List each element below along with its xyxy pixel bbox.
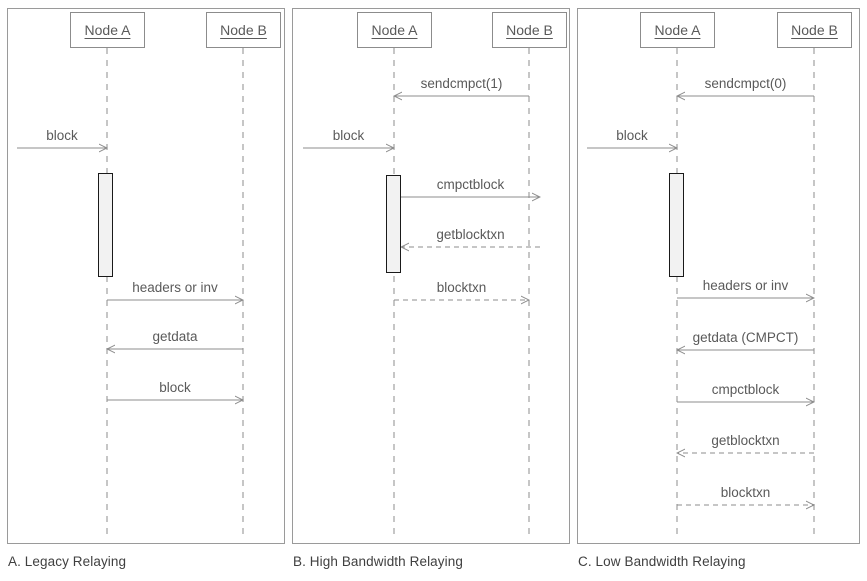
- actor-box-panel-b-node-a[interactable]: Node A: [357, 12, 432, 48]
- message-label-panel-c-0: sendcmpct(0): [704, 76, 787, 91]
- panel-caption-c: C. Low Bandwidth Relaying: [578, 554, 746, 569]
- message-label-panel-c-4: cmpctblock: [711, 382, 780, 397]
- actor-box-panel-a-node-b[interactable]: Node B: [206, 12, 281, 48]
- activation-bar-panel-c: [669, 173, 684, 277]
- actor-box-panel-a-node-a[interactable]: Node A: [70, 12, 145, 48]
- actor-box-panel-c-node-b[interactable]: Node B: [777, 12, 852, 48]
- panel-caption-b: B. High Bandwidth Relaying: [293, 554, 463, 569]
- message-label-panel-a-3: block: [159, 380, 191, 395]
- message-label-panel-b-0: sendcmpct(1): [420, 76, 503, 91]
- actor-label: Node B: [791, 22, 838, 38]
- message-label-panel-a-1: headers or inv: [132, 280, 218, 295]
- message-label-panel-a-2: getdata: [152, 329, 198, 344]
- message-label-panel-c-1: block: [616, 128, 648, 143]
- actor-label: Node A: [84, 22, 131, 38]
- panel-frame-c: [577, 8, 860, 544]
- activation-bar-panel-a: [98, 173, 113, 277]
- actor-box-panel-b-node-b[interactable]: Node B: [492, 12, 567, 48]
- message-label-panel-b-2: cmpctblock: [436, 177, 505, 192]
- panel-frame-a: [7, 8, 285, 544]
- message-label-panel-c-2: headers or inv: [702, 278, 789, 293]
- actor-label: Node A: [371, 22, 418, 38]
- panel-caption-a: A. Legacy Relaying: [8, 554, 127, 569]
- actor-box-panel-c-node-a[interactable]: Node A: [640, 12, 715, 48]
- message-label-panel-c-5: getblocktxn: [711, 433, 780, 448]
- actor-label: Node B: [220, 22, 267, 38]
- activation-bar-panel-b: [386, 175, 401, 273]
- message-label-panel-a-0: block: [46, 128, 78, 143]
- message-label-panel-b-3: getblocktxn: [436, 227, 505, 242]
- message-label-panel-b-1: block: [332, 128, 365, 143]
- message-label-panel-b-4: blocktxn: [436, 280, 487, 295]
- message-label-panel-c-6: blocktxn: [720, 485, 771, 500]
- panel-frame-b: [292, 8, 570, 544]
- actor-label: Node A: [654, 22, 701, 38]
- message-label-panel-c-3: getdata (CMPCT): [692, 330, 799, 345]
- actor-label: Node B: [506, 22, 553, 38]
